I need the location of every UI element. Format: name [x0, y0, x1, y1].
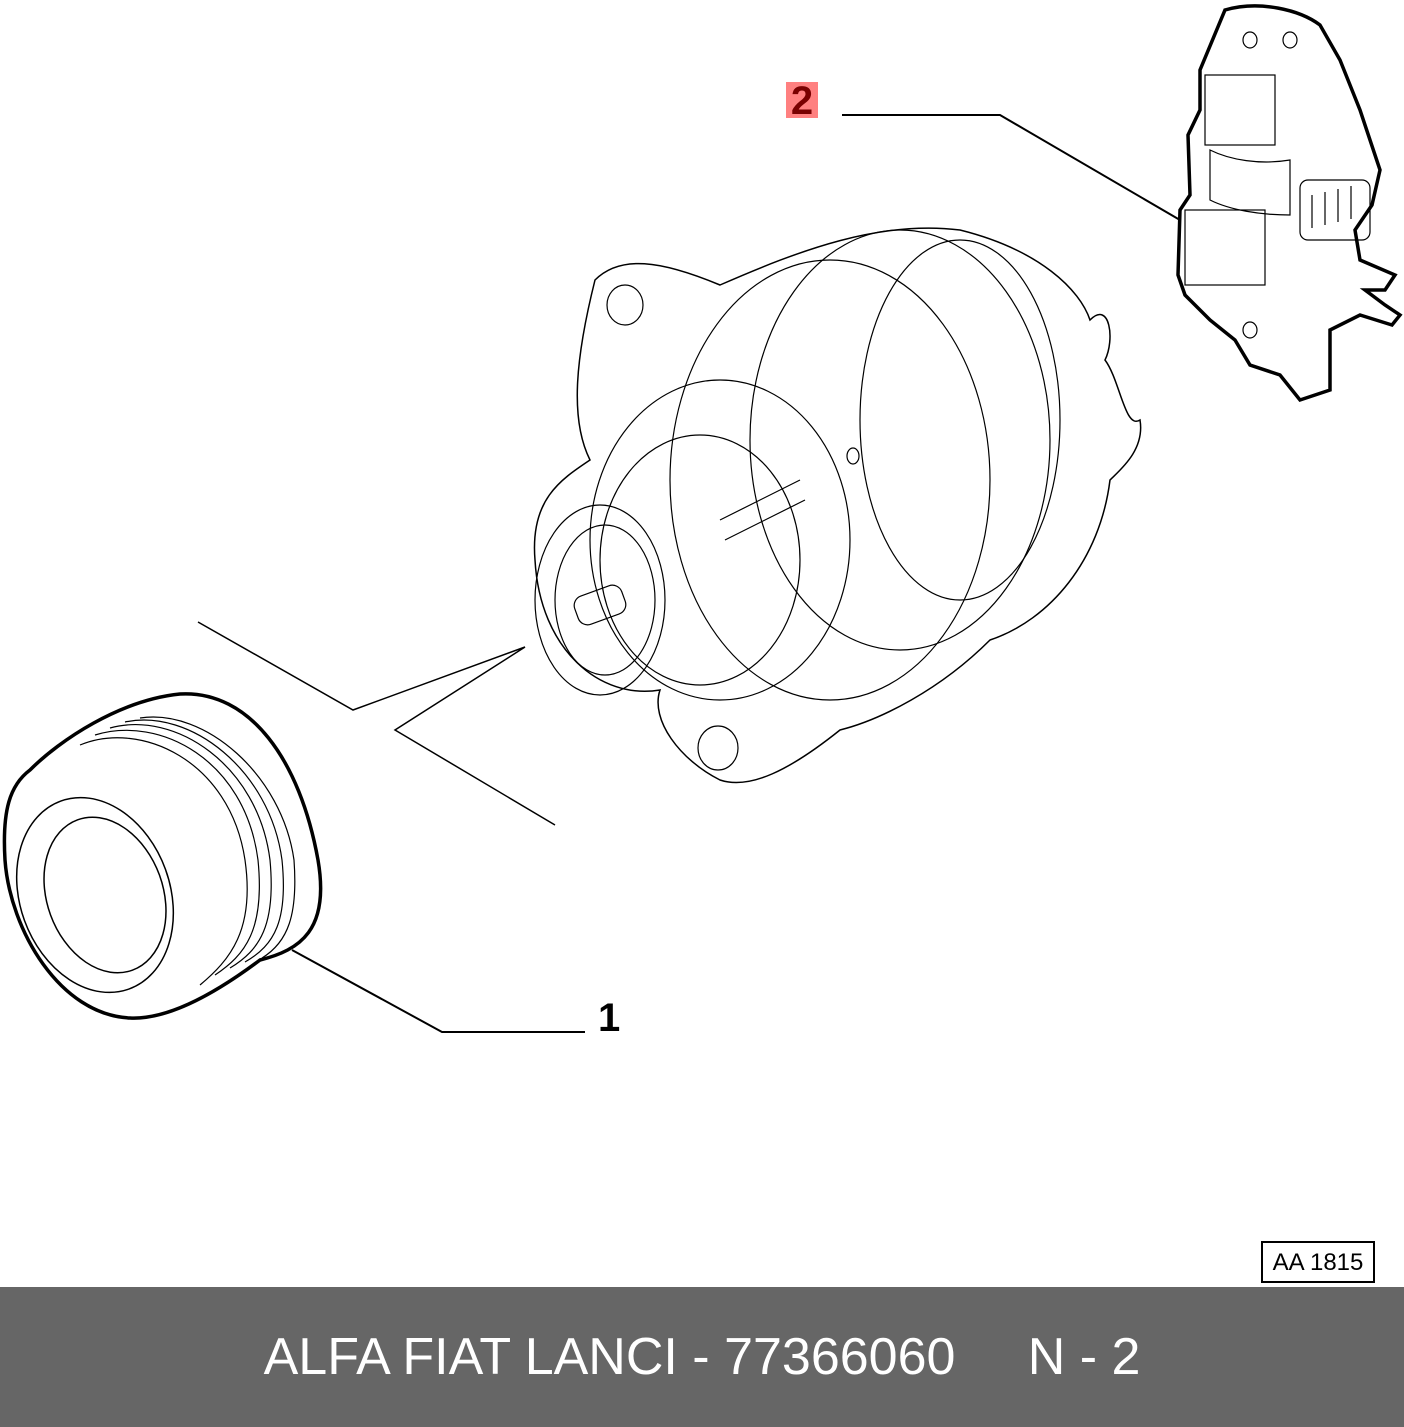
footer-position: N - 2 [1027, 1328, 1141, 1386]
leader-line-1 [291, 949, 585, 1033]
footer-gap [955, 1327, 1027, 1387]
pulley-part [2, 692, 323, 1020]
voltage-regulator-part [1176, 4, 1403, 403]
exploded-parts-diagram [2, 4, 1403, 1033]
assembly-axis-lines [197, 621, 556, 826]
part-info-footer: ALFA FIAT LANCI - 77366060 N - 2 [0, 1287, 1404, 1427]
diagram-reference-code: AA 1815 [1261, 1241, 1375, 1283]
footer-separator: - [677, 1328, 725, 1386]
callout-2-highlighted[interactable]: 2 [786, 81, 818, 121]
leader-line-2 [842, 114, 1181, 221]
callout-1[interactable]: 1 [598, 996, 621, 1040]
footer-brand: ALFA FIAT LANCI [263, 1328, 678, 1386]
footer-part-number: 77366060 [724, 1328, 956, 1386]
alternator-part [533, 227, 1142, 784]
